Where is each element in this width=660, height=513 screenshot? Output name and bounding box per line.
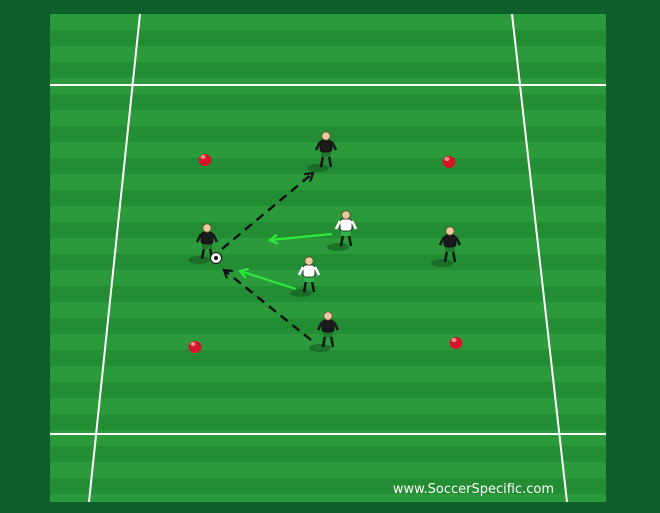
grass-stripe — [50, 190, 606, 206]
grass-stripe — [50, 158, 606, 174]
grass-stripe — [50, 222, 606, 238]
grass-stripe — [50, 62, 606, 78]
field-lines — [50, 13, 606, 503]
cone — [449, 337, 463, 349]
defender-player — [290, 256, 321, 297]
cones — [188, 154, 463, 353]
run-arrow — [240, 271, 297, 291]
watermark: www.SoccerSpecific.com — [392, 482, 554, 497]
cone — [442, 156, 456, 168]
grass-stripes — [50, 30, 606, 494]
cone — [198, 154, 212, 166]
pass-arrows — [221, 173, 313, 341]
grass-stripe — [50, 350, 606, 366]
attacker-player — [309, 311, 340, 352]
run-arrow — [270, 232, 333, 240]
grass-stripe — [50, 478, 606, 494]
soccer-ball — [210, 252, 222, 264]
left-line — [88, 13, 141, 503]
pass-arrow — [224, 270, 312, 341]
grass-stripe — [50, 94, 606, 110]
grass-stripe — [50, 286, 606, 302]
defender-player — [327, 210, 358, 251]
attacker-player — [307, 131, 338, 172]
grass-stripe — [50, 254, 606, 270]
pass-arrow — [221, 173, 313, 250]
grass-stripe — [50, 446, 606, 462]
grass-stripe — [50, 30, 606, 46]
cone — [188, 341, 202, 353]
right-line — [511, 13, 568, 503]
grass-stripe — [50, 414, 606, 430]
attacker-player — [431, 226, 462, 267]
players — [188, 131, 462, 352]
grass-stripe — [50, 382, 606, 398]
run-arrows — [240, 232, 333, 291]
